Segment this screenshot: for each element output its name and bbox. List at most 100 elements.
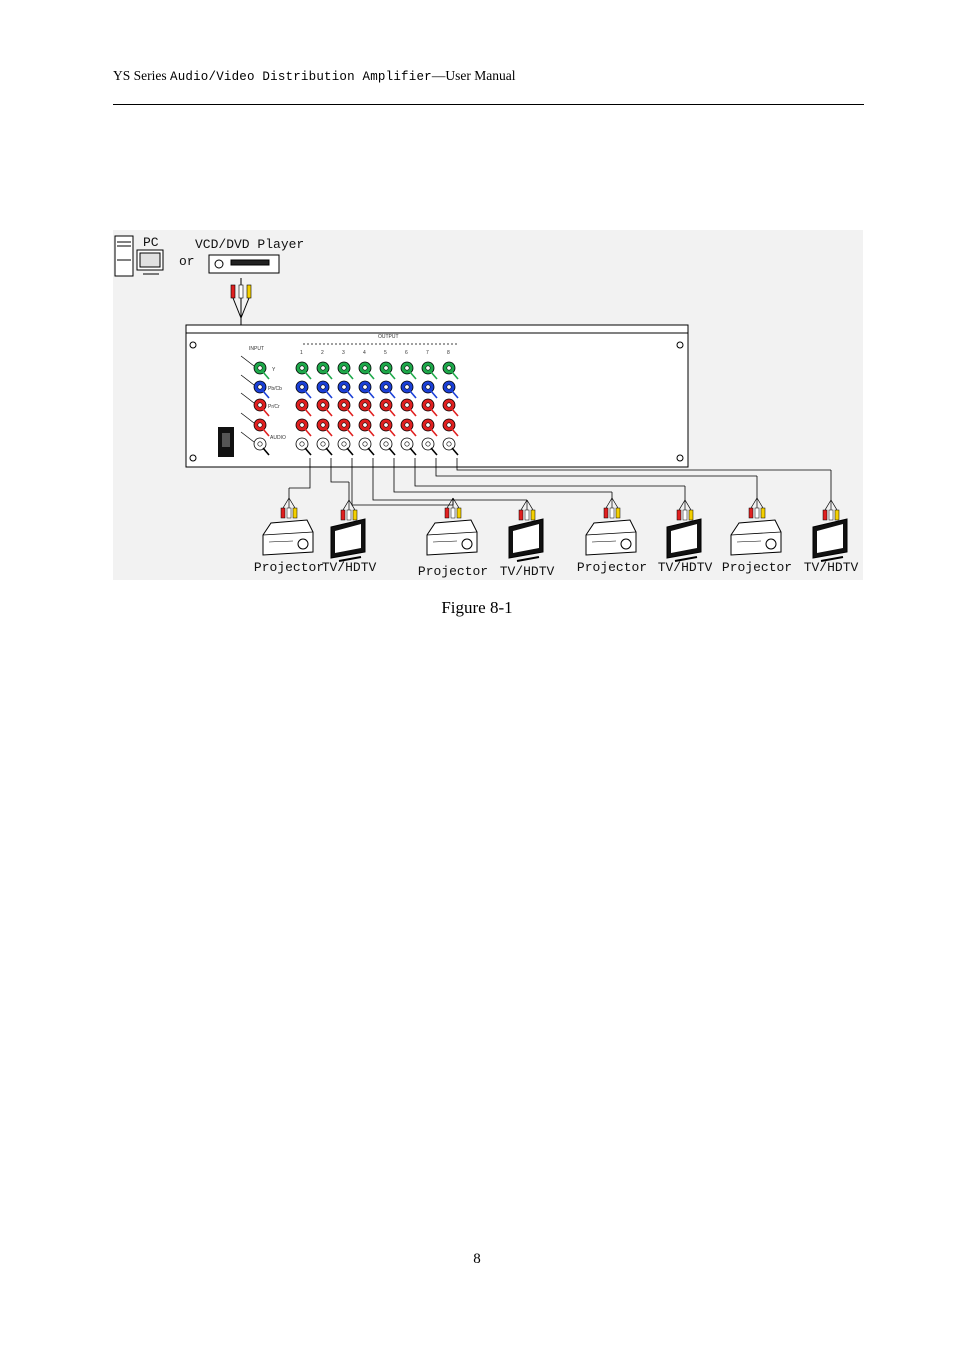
output-jack	[442, 361, 459, 380]
output-jack	[421, 437, 438, 456]
tv-icon	[812, 499, 848, 562]
jack-cable	[409, 390, 417, 399]
input-lead	[240, 355, 255, 367]
output-jack	[379, 361, 396, 380]
jack-cable	[346, 408, 354, 417]
device-label: Projector	[418, 564, 488, 579]
header-dash: —	[431, 68, 446, 83]
player-label: VCD/DVD Player	[195, 237, 304, 252]
output-label: OUTPUT	[378, 334, 399, 340]
output-wire	[456, 458, 831, 471]
input-lead	[240, 431, 255, 443]
output-jack	[337, 398, 354, 417]
output-jack	[358, 418, 375, 437]
tv-icon	[666, 499, 702, 562]
input-lead	[240, 412, 255, 424]
input-jack	[253, 418, 270, 437]
jack-cable	[367, 408, 375, 417]
input-label: INPUT	[249, 346, 264, 352]
output-number: 5	[384, 350, 387, 356]
pr-label: Pr/Cr	[268, 404, 280, 410]
output-jack	[442, 437, 459, 456]
jack-cable	[451, 371, 459, 380]
jack-cable	[451, 447, 459, 456]
device-label: TV/HDTV	[804, 560, 859, 575]
input-lead	[240, 374, 255, 386]
projector-icon	[730, 497, 782, 556]
jack-cable	[409, 408, 417, 417]
jack-cable	[262, 447, 270, 456]
output-jack	[421, 418, 438, 437]
output-wire	[393, 458, 612, 493]
output-jack	[421, 361, 438, 380]
jack-cable	[451, 408, 459, 417]
input-jack	[253, 380, 270, 399]
output-jack	[316, 418, 333, 437]
jack-cable	[325, 390, 333, 399]
output-jack	[295, 418, 312, 437]
output-jack	[421, 380, 438, 399]
output-number: 1	[300, 350, 303, 356]
device-label: Projector	[254, 560, 324, 575]
jack-cable	[409, 371, 417, 380]
output-jack	[295, 380, 312, 399]
output-jack	[442, 418, 459, 437]
jack-cable	[388, 408, 396, 417]
output-jack	[337, 437, 354, 456]
jack-cable	[262, 390, 270, 399]
jack-cable	[325, 371, 333, 380]
output-jack	[358, 361, 375, 380]
output-wire	[372, 458, 527, 501]
output-jack	[379, 418, 396, 437]
jack-cable	[367, 428, 375, 437]
jack-cable	[388, 390, 396, 399]
jack-cable	[367, 371, 375, 380]
pc-icon	[114, 235, 164, 277]
output-jack	[400, 418, 417, 437]
device-label: Projector	[722, 560, 792, 575]
header-manual: User Manual	[445, 68, 516, 83]
output-jack	[295, 437, 312, 456]
jack-cable	[304, 371, 312, 380]
jack-cable	[430, 390, 438, 399]
jack-cable	[409, 447, 417, 456]
pc-label: PC	[143, 235, 159, 250]
output-jack	[358, 437, 375, 456]
projector-icon	[262, 497, 314, 556]
device-row: Projector TV/HDTV Projector TV/HDTV Projecto…	[254, 497, 859, 579]
jack-cable	[346, 371, 354, 380]
jack-cable	[388, 447, 396, 456]
jack-cable	[262, 428, 270, 437]
or-label: or	[179, 254, 195, 269]
connection-diagram-svg: PC or VCD/DVD Player	[114, 235, 859, 579]
output-jack	[400, 380, 417, 399]
connection-diagram: PC or VCD/DVD Player	[113, 230, 863, 580]
output-jack	[316, 398, 333, 417]
jack-cable	[430, 447, 438, 456]
input-jack	[253, 398, 270, 417]
jack-cable	[388, 371, 396, 380]
output-number: 2	[321, 350, 324, 356]
jack-cable	[304, 428, 312, 437]
y-label: Y	[272, 367, 276, 373]
dvd-player-icon	[208, 254, 280, 274]
header-series: YS Series	[113, 68, 167, 83]
output-jack	[316, 361, 333, 380]
pb-label: Pb/Cb	[268, 386, 282, 392]
input-lead	[240, 392, 255, 404]
output-jack	[358, 380, 375, 399]
device-label: TV/HDTV	[500, 564, 555, 579]
jack-cable	[430, 428, 438, 437]
output-jack	[358, 398, 375, 417]
jack-cable	[325, 428, 333, 437]
output-wire	[289, 458, 311, 489]
output-jack	[337, 380, 354, 399]
jack-cable	[409, 428, 417, 437]
output-wires	[288, 458, 832, 506]
input-jack	[253, 437, 270, 456]
projector-icon	[426, 497, 478, 556]
device-label: TV/HDTV	[658, 560, 713, 575]
output-jack	[337, 361, 354, 380]
jack-cable	[304, 447, 312, 456]
jack-cable	[430, 371, 438, 380]
